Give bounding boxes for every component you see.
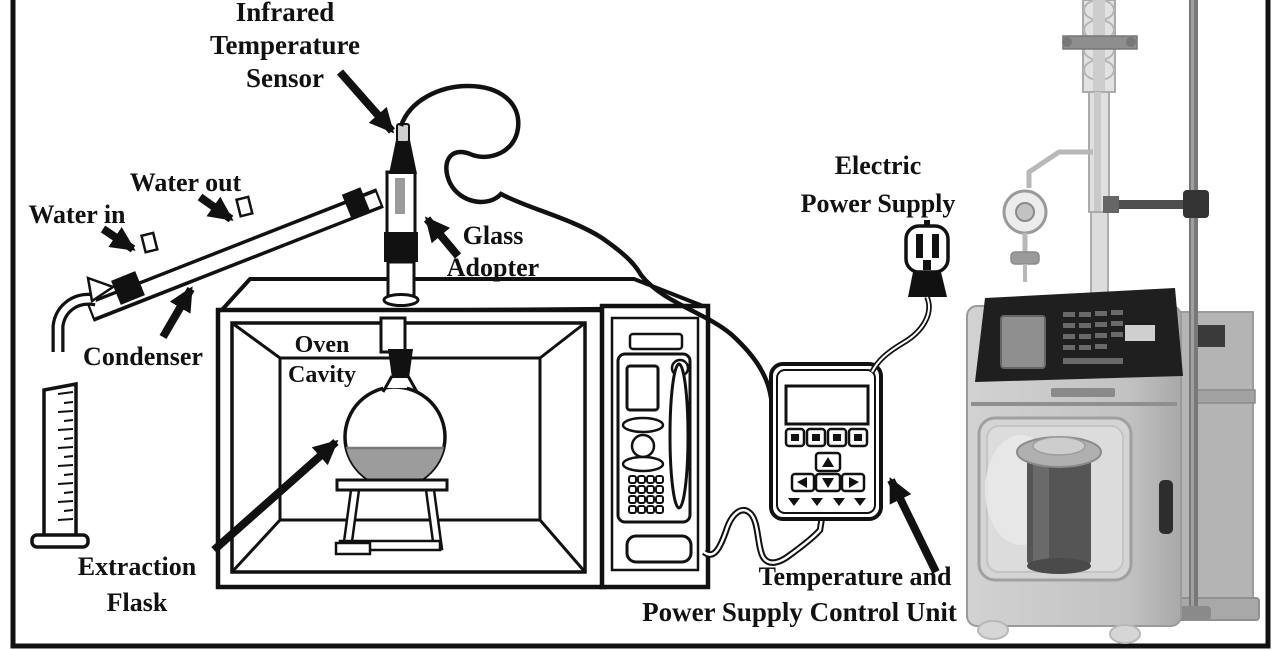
photo-stand-rod bbox=[1103, 0, 1211, 620]
right-arrow-icon bbox=[849, 477, 859, 488]
plug-body bbox=[908, 272, 947, 297]
up-arrow-icon bbox=[822, 457, 834, 467]
arrow-glass-adopter bbox=[423, 216, 462, 259]
label-glass-adopter: Glass Adopter bbox=[446, 221, 540, 282]
photo-clamp-arm bbox=[1113, 200, 1197, 209]
label-water-in: Water in bbox=[28, 200, 126, 229]
sensor-cable bbox=[398, 83, 774, 399]
label-condenser: Condenser bbox=[83, 342, 203, 371]
annotation-arrows bbox=[100, 69, 940, 574]
condenser-drawing bbox=[51, 187, 384, 352]
photo-panel-buttons bbox=[1063, 310, 1123, 364]
condenser-clamp-band bbox=[111, 271, 145, 305]
down-arrow-icon bbox=[822, 478, 834, 488]
infrared-sensor-icon bbox=[389, 140, 417, 174]
unit-indicator-arrows bbox=[788, 498, 866, 506]
water-in-nozzle bbox=[140, 231, 159, 254]
microwave-control-panel-drawing bbox=[599, 303, 711, 590]
unit-function-buttons bbox=[784, 427, 869, 448]
water-out-nozzle bbox=[235, 195, 254, 218]
label-infrared-temperature-sensor: Infrared Temperature Sensor bbox=[210, 0, 360, 93]
photo-machine-window bbox=[977, 416, 1133, 582]
panel-screen bbox=[625, 364, 660, 412]
arrow-condenser bbox=[159, 286, 195, 340]
sensor-tip bbox=[396, 123, 410, 143]
panel-keypad bbox=[628, 475, 664, 514]
arrow-infrared-sensor bbox=[336, 69, 396, 134]
flask-stool-drawing bbox=[334, 478, 449, 556]
unit-dpad bbox=[790, 451, 866, 493]
unit-display bbox=[784, 384, 870, 426]
cylinder-scale-ticks bbox=[57, 391, 74, 521]
left-arrow-icon bbox=[797, 477, 807, 488]
condenser-joint-band bbox=[341, 187, 371, 219]
adapter-joint-band bbox=[384, 232, 418, 262]
label-electric-power-supply: Electric Power Supply bbox=[800, 151, 956, 218]
figure-frame bbox=[10, 0, 1271, 649]
panel-display-slot bbox=[628, 332, 684, 351]
oven-to-unit-cable bbox=[701, 506, 826, 566]
panel-dial-knob bbox=[630, 433, 656, 459]
flask-stopper bbox=[388, 349, 413, 378]
oven-door-handle bbox=[668, 362, 690, 510]
arrow-water-out bbox=[197, 193, 234, 223]
photo-machine-feet bbox=[977, 620, 1141, 644]
arrow-control-unit bbox=[887, 477, 940, 574]
door-open-button bbox=[625, 534, 693, 564]
photo-door-slot bbox=[1159, 480, 1173, 534]
power-plug-drawing bbox=[869, 220, 950, 374]
photo-stand-base bbox=[1168, 311, 1260, 621]
arrow-extraction-flask bbox=[211, 439, 339, 553]
photo-glass-valve bbox=[1002, 149, 1093, 282]
glass-adopter-drawing bbox=[382, 123, 420, 307]
keck-clip bbox=[86, 276, 116, 304]
label-extraction-flask: Extraction Flask bbox=[77, 552, 197, 617]
photo-vessel bbox=[1016, 436, 1102, 574]
arrow-water-in bbox=[100, 225, 136, 253]
graduated-cylinder-drawing bbox=[30, 381, 90, 549]
photo-top-clamp bbox=[1062, 35, 1138, 50]
photo-panel-screen bbox=[1000, 315, 1046, 369]
photo-condenser-column bbox=[1062, 0, 1138, 321]
photo-extraction-machine bbox=[966, 288, 1183, 644]
control-unit-drawing bbox=[769, 362, 883, 521]
equipment-photo bbox=[963, 0, 1268, 650]
label-oven-cavity: Oven Cavity bbox=[288, 332, 356, 388]
label-water-out: Water out bbox=[129, 168, 242, 197]
